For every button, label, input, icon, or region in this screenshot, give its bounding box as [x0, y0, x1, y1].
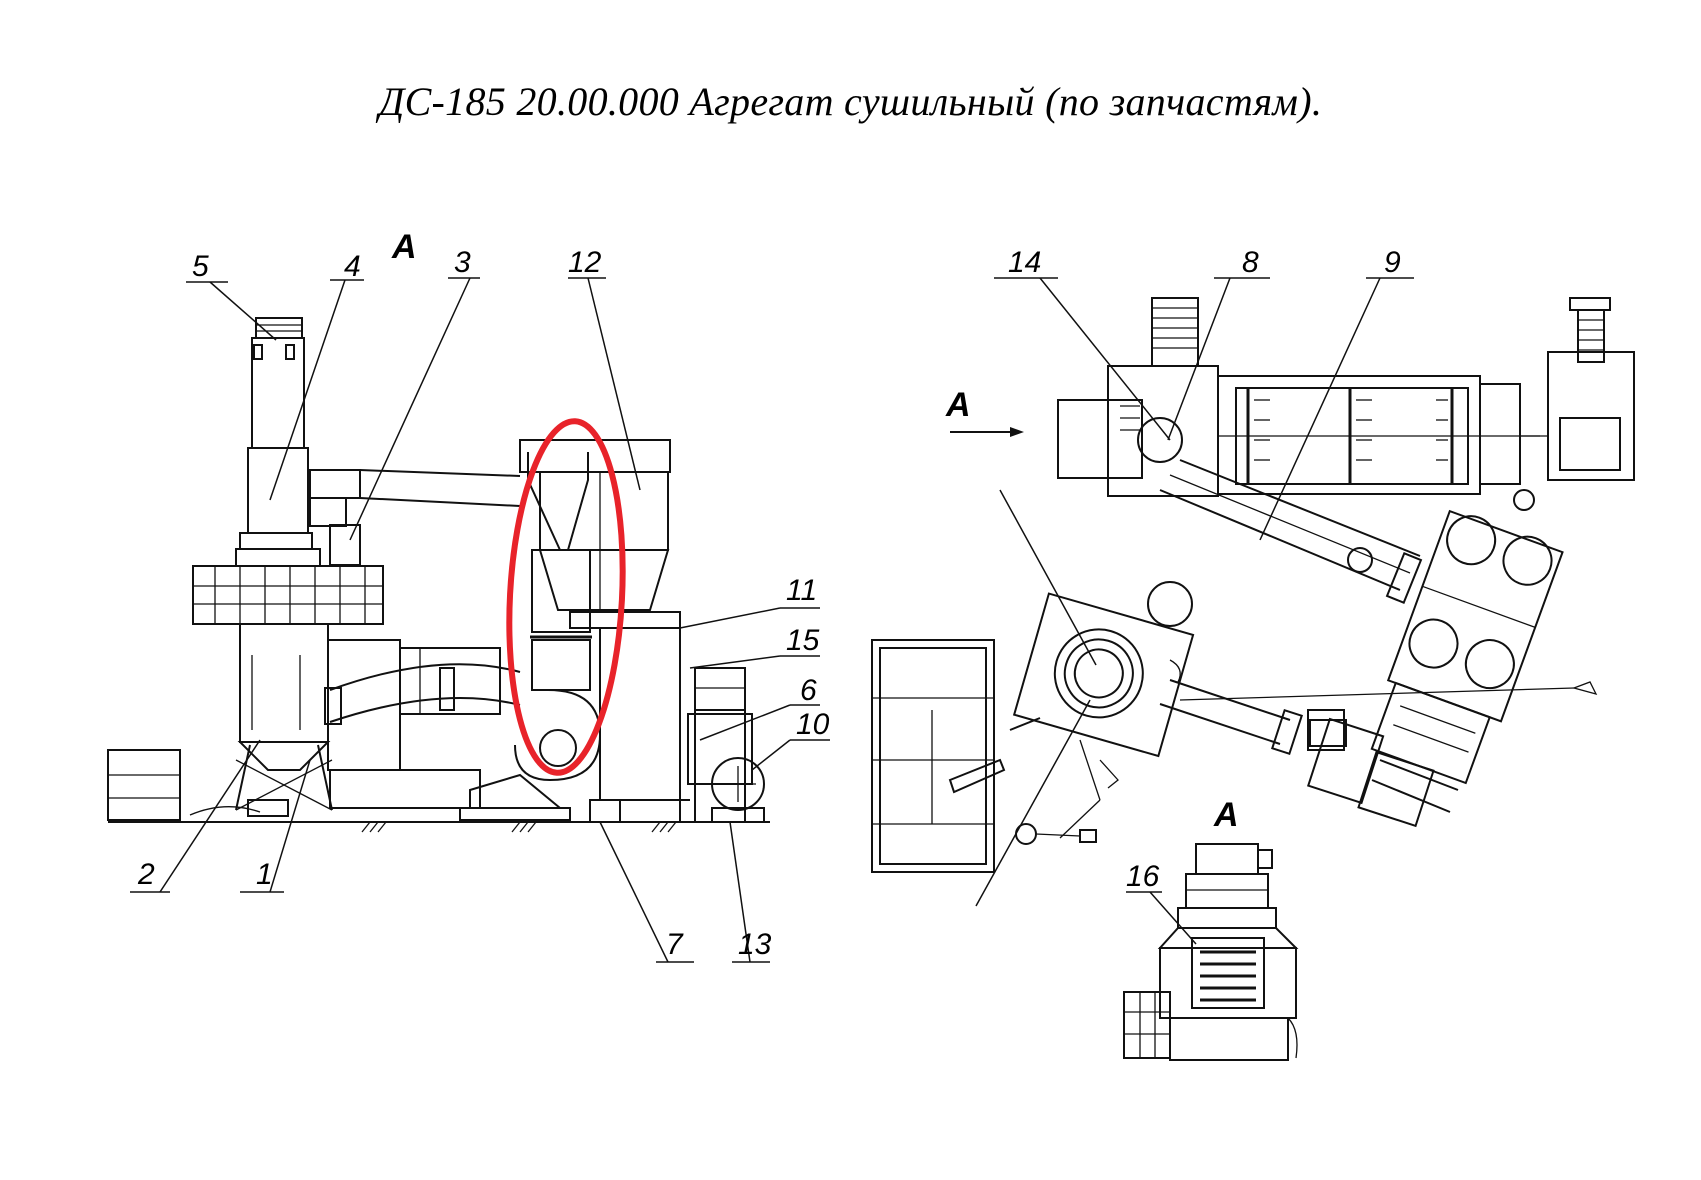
callout-13: 13 — [738, 928, 772, 961]
leader-lines — [130, 277, 1414, 963]
callout-12: 12 — [568, 246, 602, 279]
view-marker-arrow: А — [945, 386, 971, 424]
detail-view-a — [1123, 843, 1299, 1061]
drawing-title: ДС-185 20.00.000 Агрегат сушильный (по з… — [378, 79, 1323, 124]
plan-view — [871, 297, 1635, 873]
callout-8: 8 — [1242, 246, 1259, 279]
callout-15: 15 — [786, 624, 820, 657]
callout-1: 1 — [256, 858, 273, 891]
callout-2: 2 — [137, 858, 155, 891]
callout-16: 16 — [1126, 860, 1160, 893]
callout-14: 14 — [1008, 246, 1041, 279]
highlight-ellipse — [506, 418, 626, 776]
callout-9: 9 — [1384, 246, 1401, 279]
callout-7: 7 — [666, 928, 684, 961]
view-marker-detail: А — [1213, 796, 1239, 834]
callout-11: 11 — [786, 574, 817, 607]
side-elevation-view — [107, 317, 770, 833]
callout-10: 10 — [796, 708, 830, 741]
callouts: 5 4 3 12 11 15 6 10 2 1 7 13 14 8 9 16 — [137, 246, 1401, 961]
callout-3: 3 — [454, 246, 471, 279]
view-marker-side: А — [391, 228, 417, 266]
callout-4: 4 — [344, 250, 361, 283]
callout-5: 5 — [192, 250, 209, 283]
callout-6: 6 — [800, 674, 817, 707]
